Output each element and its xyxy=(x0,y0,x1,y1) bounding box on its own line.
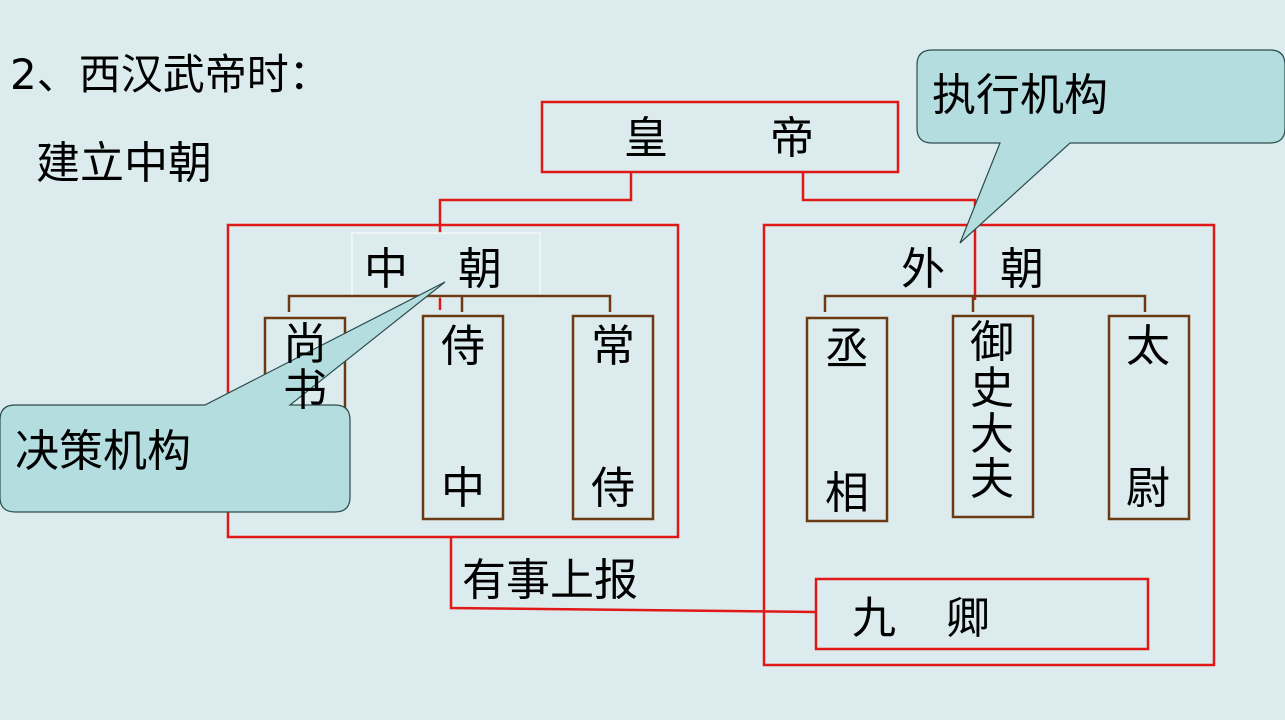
yushidafu-box xyxy=(951,314,1035,519)
chengxiang-box xyxy=(805,316,889,523)
shizhong-bottom-label: 中 xyxy=(441,463,485,514)
changshi-box xyxy=(571,314,655,521)
jiuqing-char-1: 九 xyxy=(852,593,896,644)
outer-bracket xyxy=(823,294,1147,312)
taiwei-box xyxy=(1107,314,1191,521)
emperor-box xyxy=(540,100,900,174)
taiwei-top-label: 太 xyxy=(1126,321,1170,372)
inner-court-frame xyxy=(226,223,680,539)
changshi-top-label: 常 xyxy=(591,321,635,372)
chengxiang-top-label: 丞 xyxy=(825,324,869,375)
page-subheading: 建立中朝 xyxy=(36,138,212,189)
shizhong-box xyxy=(421,314,505,521)
chengxiang-bottom-label: 相 xyxy=(825,468,869,519)
taiwei-bottom-label: 尉 xyxy=(1126,463,1170,514)
shangshu-label: 尚书 xyxy=(283,319,327,417)
execution-callout-shape xyxy=(916,49,1285,244)
yushidafu-label: 御史大夫 xyxy=(970,317,1014,506)
page-heading: 2、西汉武帝时： xyxy=(10,50,331,99)
decision-callout-shape xyxy=(0,281,446,513)
shizhong-top-label: 侍 xyxy=(441,321,485,372)
outer-court-frame xyxy=(762,223,1216,667)
emperor-char-2: 帝 xyxy=(770,113,814,164)
jiuqing-char-2: 卿 xyxy=(946,593,990,644)
inner-title-char-1: 中 xyxy=(364,244,408,295)
emperor-char-1: 皇 xyxy=(624,113,668,164)
outer-title-char-2: 朝 xyxy=(1000,244,1044,295)
connector-emperor-outer xyxy=(801,172,977,300)
changshi-bottom-label: 侍 xyxy=(591,463,635,514)
inner-title-char-2: 朝 xyxy=(458,244,502,295)
outer-title-char-1: 外 xyxy=(901,244,945,295)
report-label: 有事上报 xyxy=(462,555,638,606)
report-connector xyxy=(449,537,817,614)
inner-bracket xyxy=(287,294,612,312)
execution-callout-text: 执行机构 xyxy=(932,70,1108,121)
jiuqing-box xyxy=(814,577,1150,651)
decision-callout-text: 决策机构 xyxy=(15,426,191,477)
